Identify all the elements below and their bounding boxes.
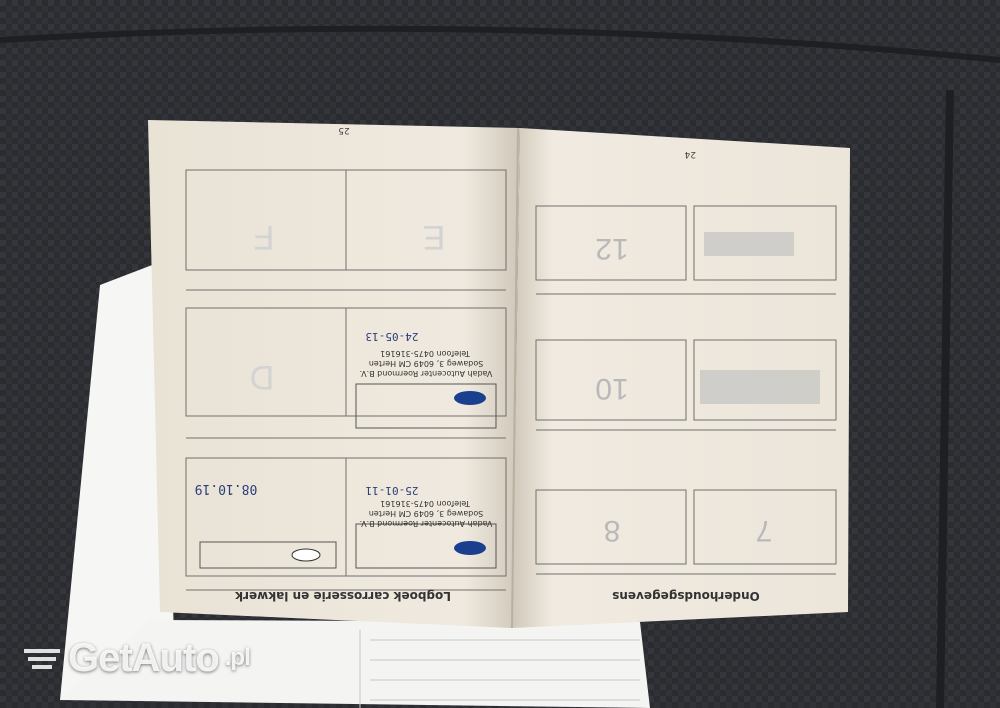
getauto-watermark: GetAuto.pl — [22, 636, 251, 680]
redacted-stamp — [704, 232, 794, 256]
ford-logo-icon — [454, 391, 486, 405]
right-page-grid — [535, 205, 837, 575]
watermark-tld: .pl — [224, 644, 251, 671]
ford-logo-icon — [454, 541, 486, 555]
dealer-stamp-bottom: Vadah Autocenter Roermond B.V. Sodaweg 3… — [355, 484, 497, 569]
section-letter-d: D — [250, 358, 275, 396]
booklet-right-page — [512, 128, 850, 628]
handwritten-date-1: 25-01-11 — [366, 484, 419, 497]
stamp-top-dealer: Vadah Autocenter Roermond B.V. — [360, 369, 493, 378]
section-number-10: 10 — [595, 372, 628, 405]
section-letter-f: F — [254, 218, 275, 256]
left-page-grid — [185, 169, 507, 591]
booklet-spine — [511, 127, 519, 629]
left-page-title: Logboek carrosserie en lakwerk — [234, 589, 451, 603]
loose-paper-left — [60, 262, 175, 700]
dealer-stamp-left: 08.10.19 — [195, 481, 337, 569]
seat-seam — [936, 89, 954, 708]
watermark-brand: GetAuto — [68, 636, 220, 680]
booklet-left-page — [148, 120, 520, 628]
stamp-top-address: Sodaweg 3, 6049 CM Herten — [369, 359, 484, 368]
section-letter-e: E — [423, 218, 446, 256]
section-number-8: 8 — [604, 514, 621, 547]
loose-paper-bottom — [60, 620, 650, 708]
dealer-stamp-top: Vadah Autocenter Roermond B.V. Sodaweg 3… — [355, 330, 497, 429]
left-page-number: 25 — [338, 125, 349, 135]
section-number-12: 12 — [595, 232, 628, 265]
right-page-number: 24 — [684, 149, 696, 159]
car-logo-icon — [24, 649, 60, 669]
stamp-bottom-dealer: Vadah Autocenter Roermond B.V. — [360, 519, 493, 528]
handwritten-date-2: 24-05-13 — [366, 330, 419, 343]
ford-logo-icon — [291, 548, 321, 562]
stamp-top-phone: Telefoon 0475-316161 — [380, 349, 471, 358]
redacted-stamp — [700, 370, 820, 404]
loose-paper-lines — [359, 630, 640, 708]
seat-seam — [0, 25, 1000, 63]
stamp-bottom-address: Sodaweg 3, 6049 CM Herten — [369, 509, 484, 518]
stamp-bottom-phone: Telefoon 0475-316161 — [380, 499, 471, 508]
handwritten-date-3: 08.10.19 — [195, 481, 258, 496]
section-number-7: 7 — [756, 514, 773, 547]
right-page-title: Onderhoudsgegevens — [612, 589, 760, 603]
